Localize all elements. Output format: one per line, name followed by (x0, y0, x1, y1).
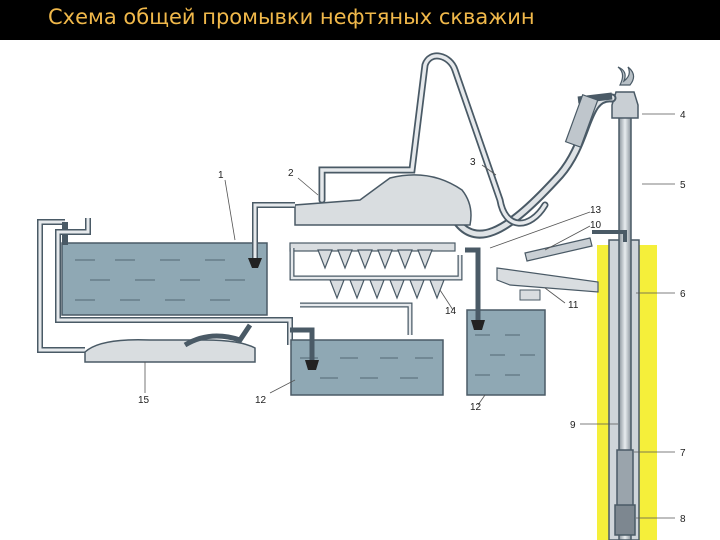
label-1: 1 (218, 170, 224, 181)
label-12a: 12 (255, 395, 267, 406)
label-14: 14 (445, 306, 457, 317)
gutter-tray (496, 267, 599, 293)
chute (524, 237, 593, 262)
suction-tank (61, 242, 268, 316)
page-title: Схема общей промывки нефтяных скважин (48, 5, 535, 29)
pump (294, 174, 472, 226)
hook-icon (617, 66, 635, 86)
label-7: 7 (680, 448, 686, 459)
title-bar: Схема общей промывки нефтяных скважин (0, 0, 720, 40)
label-11: 11 (568, 300, 579, 311)
label-13: 13 (590, 205, 602, 216)
label-10: 10 (590, 220, 602, 231)
cones-upper (317, 249, 433, 270)
label-2: 2 (288, 168, 294, 179)
well-flushing-diagram: 1 2 3 4 5 6 7 8 9 10 11 12 12 13 14 15 (37, 52, 686, 540)
label-6: 6 (680, 289, 686, 300)
pipe-shoe-8 (614, 504, 636, 536)
label-9: 9 (570, 420, 576, 431)
label-8: 8 (680, 514, 686, 525)
label-5: 5 (680, 180, 686, 191)
trough (289, 242, 456, 252)
label-12b: 12 (470, 402, 482, 413)
label-3: 3 (470, 157, 476, 168)
swivel (611, 91, 639, 119)
cones-lower (329, 279, 445, 300)
label-15: 15 (138, 395, 150, 406)
strainer-1 (248, 258, 262, 268)
label-4: 4 (680, 110, 686, 121)
settling-tank (84, 339, 256, 363)
